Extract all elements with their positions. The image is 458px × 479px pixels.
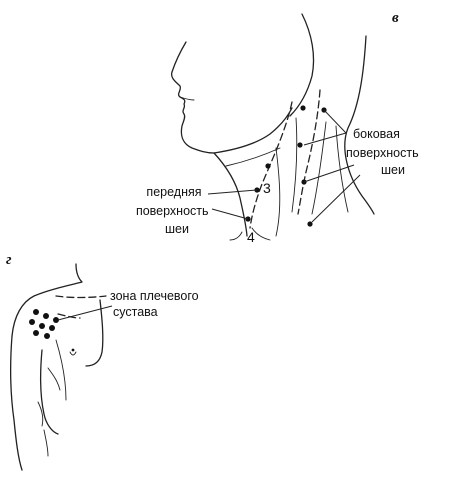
leader-line [207, 189, 258, 195]
leader-line [323, 109, 347, 134]
front-neck-label-line-3: шеи [165, 222, 189, 236]
point-number-4: 4 [247, 229, 255, 245]
front-neck-label-line-1: передняя [146, 185, 201, 199]
neck-line [229, 231, 243, 241]
shoulder-top-outline [11, 263, 83, 337]
lip-line [179, 96, 195, 101]
meridian-front [249, 101, 293, 229]
shoulder-point [49, 325, 55, 331]
face-profile-outline [170, 41, 215, 154]
leader-line [303, 164, 355, 183]
shoulder-zone-label: зона плечевого сустава [110, 289, 202, 319]
neck-line [291, 117, 298, 213]
neck-line [275, 147, 281, 237]
neck-line [251, 227, 271, 241]
panel-neck: в [136, 10, 422, 245]
shoulder-point [33, 330, 39, 336]
side-neck-label-line-1: боковая [353, 127, 400, 141]
acupoint [265, 163, 271, 169]
neck-line [311, 121, 327, 215]
arm-outline [10, 335, 23, 471]
panel-shoulder: г зона плечевого сустава [6, 252, 202, 471]
shoulder-point [53, 317, 59, 323]
panel-letter-g: г [6, 252, 12, 268]
side-neck-label-line-2: поверхность [346, 146, 419, 160]
front-neck-label-line-2: поверхность [136, 204, 209, 218]
shoulder-point [43, 313, 49, 319]
clavicle-line [55, 295, 107, 299]
side-neck-label-line-3: шеи [381, 163, 405, 177]
posterior-neck-outline [344, 35, 375, 215]
leader-line [57, 305, 113, 321]
body-line [37, 401, 44, 427]
back-head-outline [289, 13, 315, 117]
front-neck-label: передняя поверхность шеи [136, 185, 212, 236]
neck-line [225, 147, 281, 167]
nipple-mark [69, 351, 77, 356]
chest-outline [85, 299, 104, 367]
leader-line [311, 174, 361, 223]
meridian-side [297, 89, 321, 215]
body-line [43, 429, 49, 457]
shoulder-point [44, 333, 50, 339]
shoulder-point [39, 323, 45, 329]
point-number-3: 3 [263, 180, 271, 196]
inner-arm-outline [40, 349, 59, 435]
body-line [55, 339, 67, 401]
body-line [47, 367, 61, 391]
jaw-line [213, 107, 293, 154]
leader-line [303, 132, 347, 146]
shoulder-point [29, 319, 35, 325]
shoulder-point [33, 309, 39, 315]
acupoint [300, 105, 306, 111]
nipple-dot [71, 348, 75, 352]
front-neck-outline [213, 152, 248, 237]
shoulder-zone-label-line-1: зона плечевого [110, 289, 199, 303]
acupoint [307, 221, 313, 227]
leader-line [211, 208, 249, 220]
side-neck-label: боковая поверхность шеи [346, 127, 422, 177]
shoulder-zone-label-line-2: сустава [113, 305, 158, 319]
panel-letter-v: в [392, 10, 399, 26]
acupoint [297, 142, 303, 148]
